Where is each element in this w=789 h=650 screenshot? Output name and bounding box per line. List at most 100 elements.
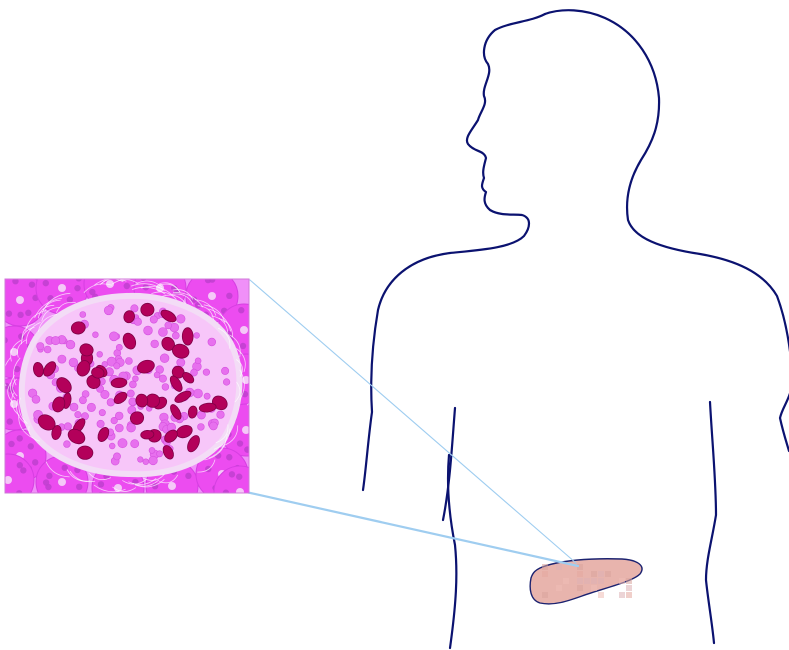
- pancreas-texture-patch: [542, 571, 548, 577]
- islet-cell-light: [116, 344, 122, 350]
- islet-cell-light: [125, 358, 132, 365]
- acinar-nucleus: [76, 484, 82, 490]
- acinar-lumen: [208, 292, 216, 300]
- acinar-nucleus: [244, 446, 250, 452]
- acinar-nucleus: [256, 327, 262, 333]
- right-side-outline: [706, 402, 716, 643]
- acinar-lumen: [16, 296, 24, 304]
- islet-cell-light: [127, 390, 134, 397]
- islet-cell-light: [109, 443, 115, 449]
- islet-cell-light: [115, 412, 123, 420]
- acinar-nucleus: [0, 406, 4, 412]
- acinar-nucleus: [29, 281, 35, 287]
- acinar-nucleus: [89, 289, 95, 295]
- islet-cell-light: [93, 332, 99, 338]
- acinar-nucleus: [246, 500, 252, 506]
- islet-cell-light: [131, 440, 139, 448]
- acinar-nucleus: [91, 269, 97, 275]
- acinar-nucleus: [257, 428, 263, 434]
- islet-cell-light: [149, 456, 158, 465]
- islet-cell-light: [221, 367, 228, 374]
- connector-line-upper: [250, 280, 576, 563]
- acinar-nucleus: [226, 293, 232, 299]
- acinar-nucleus: [98, 481, 104, 487]
- islet-cell-light: [115, 424, 123, 432]
- acinar-nucleus: [254, 415, 260, 421]
- acinar-nucleus: [0, 459, 4, 465]
- acinar-nucleus: [0, 348, 2, 354]
- acinar-nucleus: [236, 474, 242, 480]
- islet-cell-light: [44, 346, 51, 353]
- islet-cell-light: [151, 340, 159, 348]
- pancreas-organ: [530, 559, 642, 604]
- acinar-nucleus: [226, 454, 232, 460]
- islet-cell-light: [177, 358, 185, 366]
- acinar-nucleus: [61, 496, 67, 502]
- pancreas-texture-patch: [598, 578, 604, 584]
- acinar-nucleus: [68, 273, 74, 279]
- islet-cell-light: [194, 333, 200, 339]
- acinar-lumen: [236, 488, 244, 496]
- acinar-nucleus: [67, 296, 73, 302]
- acinar-nucleus: [43, 280, 49, 286]
- acinar-nucleus: [233, 503, 239, 509]
- islet-cell-light: [172, 332, 179, 339]
- acinar-nucleus: [46, 473, 52, 479]
- acinar-nucleus: [32, 459, 38, 465]
- acinar-nucleus: [155, 267, 161, 273]
- pancreas-texture-patch: [591, 585, 597, 591]
- acinar-nucleus: [183, 494, 189, 500]
- head-and-torso-outline: [545, 10, 789, 451]
- pancreas-texture-patch: [591, 578, 597, 584]
- acinar-nucleus: [119, 272, 125, 278]
- islet-cell-light: [203, 369, 210, 376]
- acinar-nucleus: [25, 310, 31, 316]
- islet-cell-light: [194, 389, 203, 398]
- islet-cell-light: [109, 332, 118, 341]
- acinar-nucleus: [28, 443, 34, 449]
- islet-cell-light: [101, 390, 109, 398]
- human-silhouette: [363, 10, 789, 648]
- acinar-nucleus: [17, 312, 23, 318]
- islet-cell-light: [157, 451, 163, 457]
- acinar-nucleus: [0, 303, 5, 309]
- acinar-nucleus: [168, 502, 174, 508]
- acinar-nucleus: [229, 471, 235, 477]
- islet-cell-light: [99, 409, 105, 415]
- pancreas-texture-patch: [577, 585, 583, 591]
- acinar-nucleus: [0, 359, 1, 365]
- acinar-nucleus: [205, 466, 211, 472]
- islet-cell-light: [51, 336, 59, 344]
- acinar-nucleus: [52, 271, 58, 277]
- pancreas-texture-patch: [626, 578, 632, 584]
- islet-cell-dark: [182, 328, 193, 346]
- islet-cell-light: [66, 340, 75, 349]
- islet-cell-light: [223, 379, 230, 386]
- acinar-nucleus: [261, 423, 267, 429]
- islet-cell-light: [114, 363, 120, 369]
- acinar-nucleus: [257, 333, 263, 339]
- pancreas-texture-patch: [598, 592, 604, 598]
- acinar-nucleus: [185, 473, 191, 479]
- acinar-nucleus: [128, 498, 134, 504]
- connector-line-lower: [246, 492, 578, 566]
- islet-cell-light: [70, 403, 78, 411]
- pancreas-texture-patch: [542, 592, 548, 598]
- islet-cell-light: [165, 322, 172, 329]
- acinar-nucleus: [8, 441, 14, 447]
- islet-cell-light: [158, 328, 167, 337]
- islet-cell-light: [162, 384, 169, 391]
- pancreas-texture-patch: [577, 578, 583, 584]
- pancreas-texture-patch: [584, 578, 590, 584]
- islet-cell-light: [58, 355, 66, 363]
- islet-cell-light: [204, 393, 210, 399]
- islet-cell-light: [154, 372, 160, 378]
- islet-cell-light: [113, 453, 120, 460]
- islet-cell-light: [150, 316, 157, 323]
- acinar-nucleus: [209, 276, 215, 282]
- islet-cell-light: [209, 422, 217, 430]
- pancreas-texture-patch: [563, 578, 569, 584]
- acinar-nucleus: [76, 275, 82, 281]
